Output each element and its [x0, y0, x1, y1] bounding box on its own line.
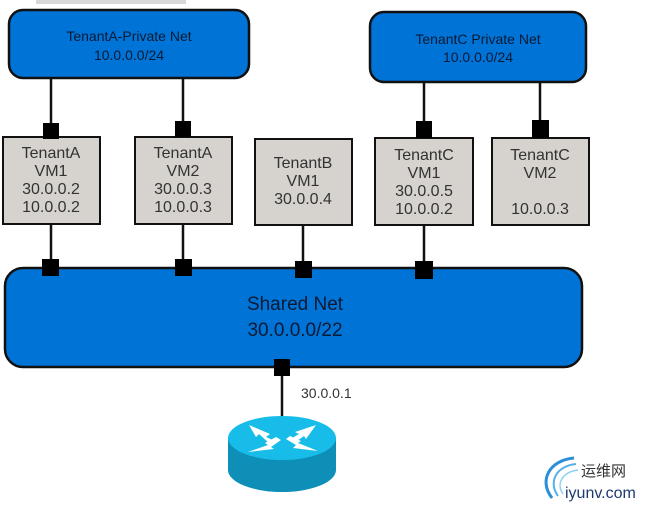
- watermark-logo: 运维网 iyunv.com: [544, 456, 636, 502]
- vm-tenant: TenantA: [22, 145, 81, 162]
- vm-tenanta-vm2: TenantA VM2 30.0.0.3 10.0.0.3: [134, 136, 233, 225]
- vm-ip-private: 10.0.0.3: [154, 199, 212, 216]
- port-tenanta-vm2-top: [175, 121, 191, 137]
- port-tenantc-vm2-top: [532, 120, 549, 138]
- port-tenantc-vm1-top: [416, 121, 432, 138]
- vm-name: VM2: [524, 165, 557, 182]
- vm-tenantc-vm1: TenantC VM1 30.0.0.5 10.0.0.2: [374, 137, 474, 226]
- port-shared-a1: [42, 259, 59, 276]
- vm-ip-private: 10.0.0.3: [511, 201, 569, 218]
- vm-name: VM1: [287, 173, 320, 190]
- vm-tenant: TenantB: [274, 155, 333, 172]
- router-ip-label: 30.0.0.1: [301, 385, 352, 401]
- port-shared-router: [274, 359, 290, 376]
- vm-ip-shared: 30.0.0.2: [22, 181, 80, 198]
- vm-ip-shared: 30.0.0.3: [154, 181, 212, 198]
- shared-net: Shared Net 30.0.0.0/22: [3, 266, 584, 369]
- cropped-top-text: [36, 0, 186, 4]
- vm-tenant: TenantC: [394, 147, 454, 164]
- vm-tenantc-vm2: TenantC VM2 10.0.0.3: [491, 137, 590, 226]
- shared-net-name: Shared Net: [247, 294, 344, 315]
- port-tenanta-vm1-top: [43, 123, 59, 139]
- vm-ip-private: 10.0.0.2: [22, 199, 80, 216]
- port-shared-b1: [295, 261, 312, 278]
- vm-tenant: TenantC: [510, 147, 570, 164]
- vm-name: VM1: [408, 165, 441, 182]
- tenant-a-net-cidr: 10.0.0.0/24: [94, 47, 164, 63]
- vm-ip-private: 10.0.0.2: [395, 201, 453, 218]
- router-icon: [228, 416, 336, 492]
- tenant-c-private-net: TenantC Private Net 10.0.0.0/24: [368, 10, 588, 84]
- vm-tenant: TenantA: [154, 145, 213, 162]
- watermark-cn: 运维网: [581, 462, 626, 480]
- vm-ip-shared: 30.0.0.5: [395, 183, 453, 200]
- vm-tenantb-vm1: TenantB VM1 30.0.0.4: [254, 138, 353, 226]
- port-shared-c1: [415, 261, 433, 279]
- ports: [42, 120, 549, 376]
- port-shared-a2: [175, 259, 192, 276]
- vm-tenanta-vm1: TenantA VM1 30.0.0.2 10.0.0.2: [2, 136, 101, 225]
- links: [49, 78, 542, 420]
- tenant-a-net-name: TenantA-Private Net: [66, 28, 191, 44]
- tenant-c-net-name: TenantC Private Net: [415, 31, 540, 47]
- vm-name: VM2: [167, 163, 200, 180]
- watermark-en: iyunv.com: [565, 485, 636, 502]
- tenant-c-net-cidr: 10.0.0.0/24: [443, 49, 513, 65]
- shared-net-cidr: 30.0.0.0/22: [247, 320, 342, 341]
- tenant-a-private-net: TenantA-Private Net 10.0.0.0/24: [7, 8, 251, 80]
- vm-ip-shared: 30.0.0.4: [274, 191, 332, 208]
- vm-name: VM1: [35, 163, 68, 180]
